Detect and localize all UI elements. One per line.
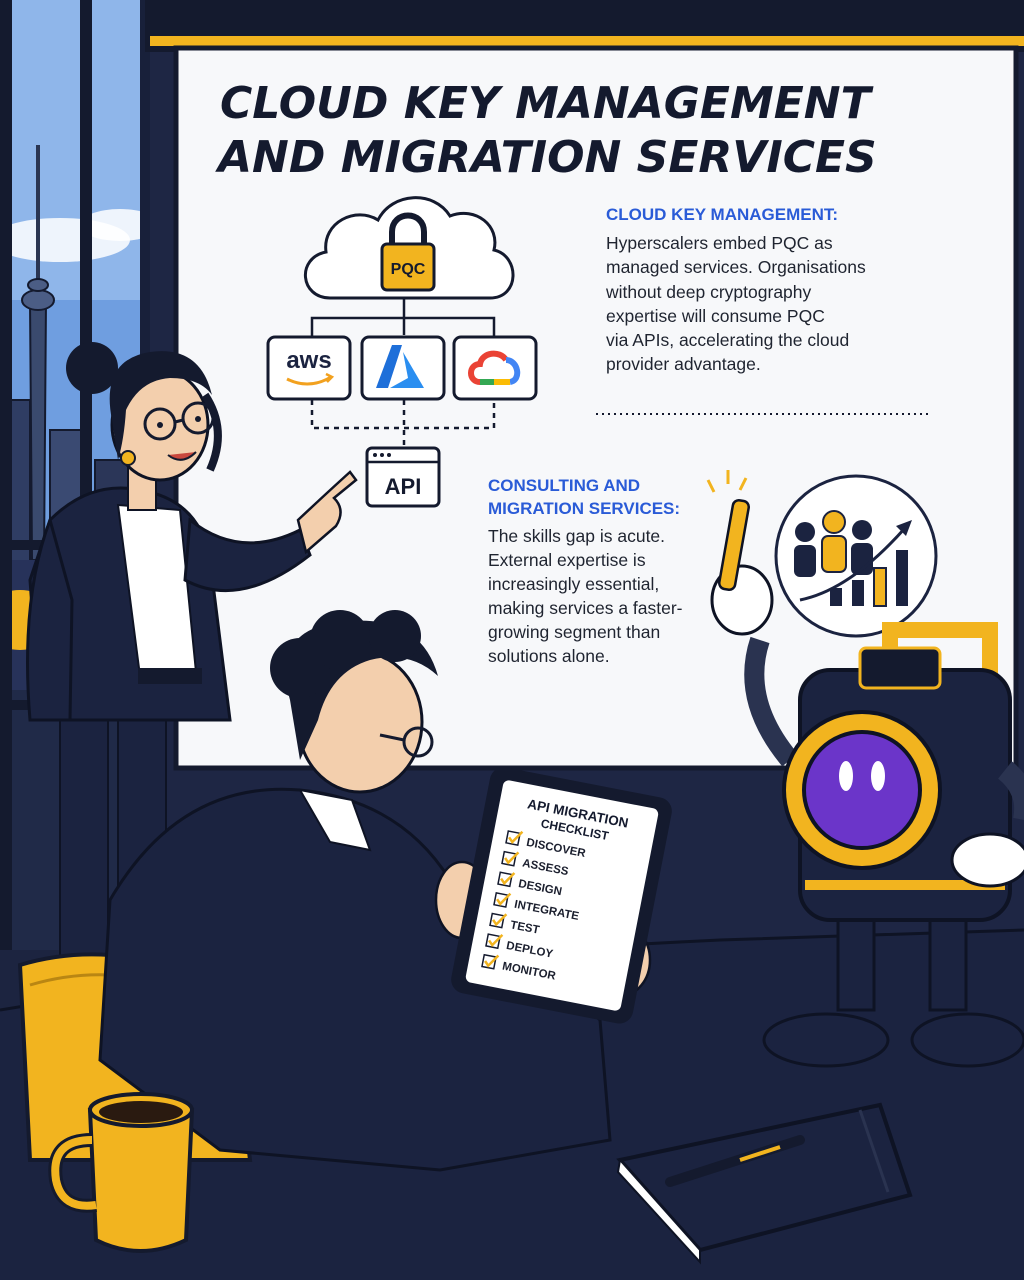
section2-line: increasingly essential, <box>488 574 659 594</box>
api-label: API <box>385 474 422 499</box>
section1-line: Hyperscalers embed PQC as <box>606 233 833 253</box>
section1-line: provider advantage. <box>606 354 761 374</box>
lock-icon: PQC <box>380 212 436 292</box>
checklist-item: TEST <box>489 912 540 937</box>
screen-title-line2: AND MIGRATION SERVICES <box>215 132 877 183</box>
consulting-body: The skills gap is acute. External expert… <box>488 526 683 666</box>
azure-logo-icon <box>360 335 446 401</box>
projection-screen: CLOUD KEY MANAGEMENT AND MIGRATION SERVI… <box>173 45 1019 771</box>
aws-logo-text: aws <box>286 347 331 374</box>
notebook <box>616 1102 913 1265</box>
growth-team-icon <box>774 474 938 638</box>
lock-label: PQC <box>391 261 426 278</box>
section2-line: solutions alone. <box>488 646 610 666</box>
section2-line: External expertise is <box>488 550 646 570</box>
pen-on-notebook-icon <box>665 1135 805 1187</box>
tablet-checklist: API MIGRATION CHECKLIST DISCOVER ASSESS … <box>451 767 672 1024</box>
api-window-icon: API <box>365 446 441 508</box>
cloud-key-management-body: Hyperscalers embed PQC as managed servic… <box>605 233 866 374</box>
robot-mascot <box>706 470 1024 1068</box>
section1-line: via APIs, accelerating the cloud <box>606 330 849 350</box>
section2-line: growing segment than <box>488 622 660 642</box>
sky-tower-icon <box>21 145 55 561</box>
section1-line: managed services. Organisations <box>606 257 866 277</box>
svg-text:TEST: TEST <box>509 919 540 936</box>
section1-line: expertise will consume PQC <box>606 306 825 326</box>
coffee-mug <box>48 1092 195 1253</box>
section1-line: without deep cryptography <box>605 282 812 302</box>
screen-title-line1: CLOUD KEY MANAGEMENT <box>220 78 874 129</box>
pen-icon <box>718 498 750 592</box>
aws-logo-box: aws <box>266 335 352 401</box>
diagram-connectors <box>310 298 496 448</box>
section2-line: making services a faster- <box>488 598 683 618</box>
section2-line: The skills gap is acute. <box>488 526 665 546</box>
google-cloud-logo-icon <box>452 335 538 401</box>
cloud-key-management-heading: CLOUD KEY MANAGEMENT: <box>606 205 838 224</box>
cloud-icon: PQC <box>303 196 515 300</box>
consulting-heading-line1: CONSULTING AND <box>488 476 640 495</box>
consulting-heading-line2: MIGRATION SERVICES: <box>488 499 680 518</box>
